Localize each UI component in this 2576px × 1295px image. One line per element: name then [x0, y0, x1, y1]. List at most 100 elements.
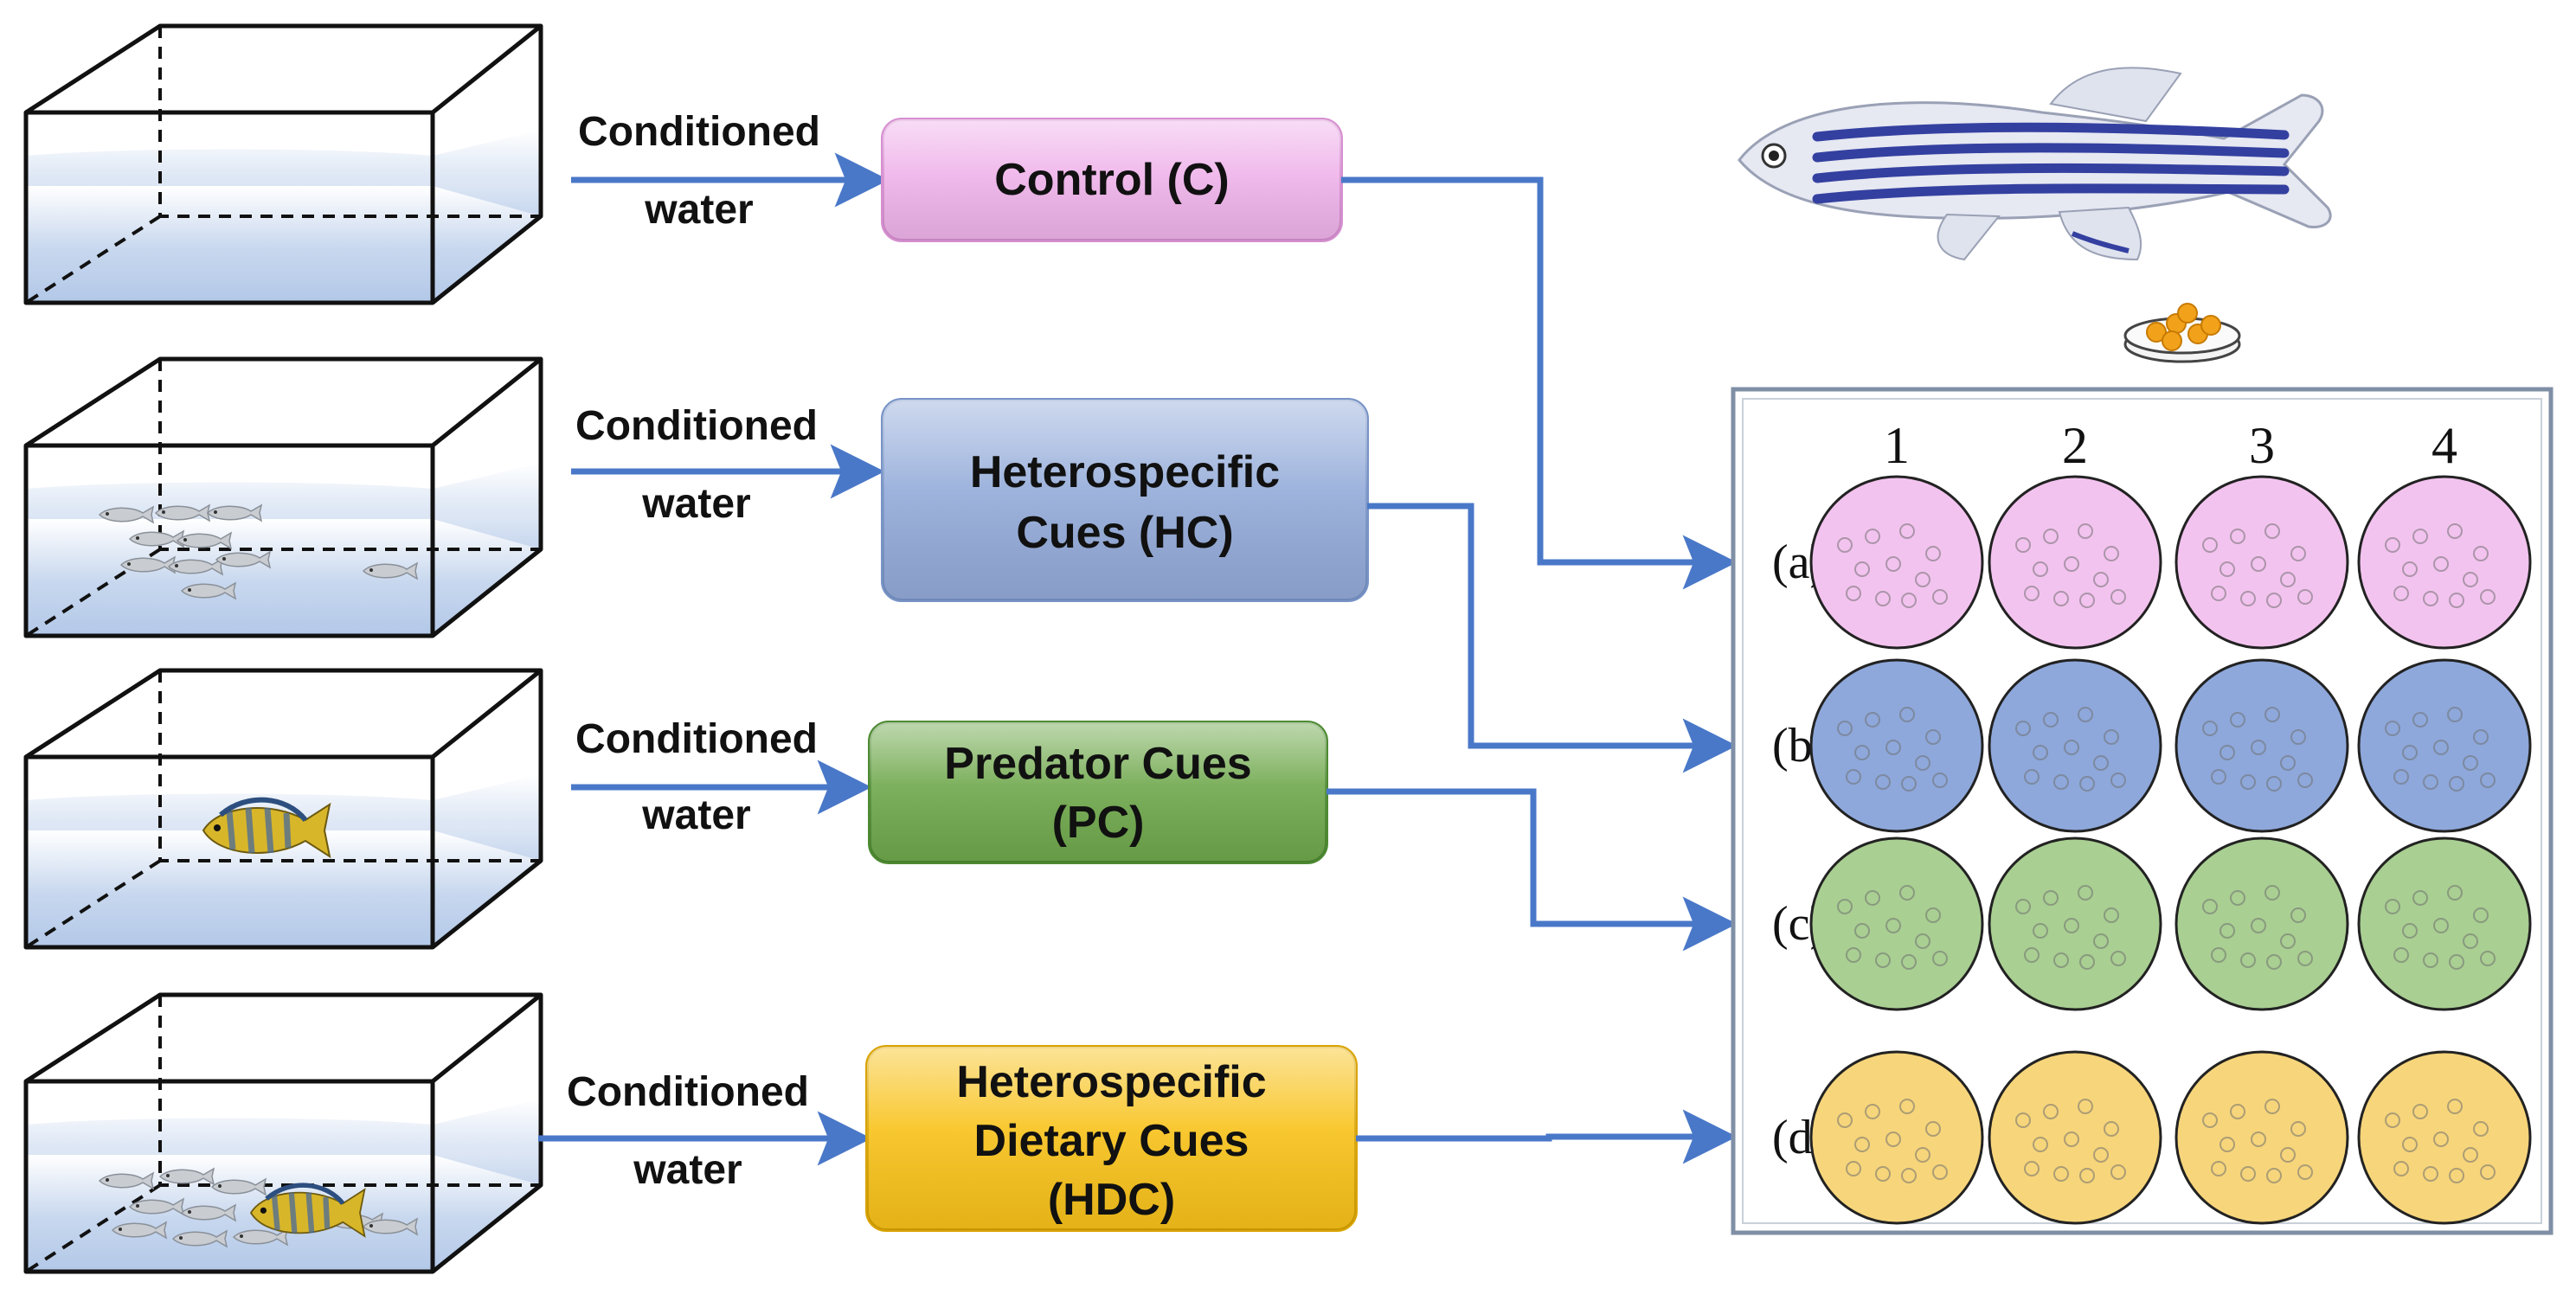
well-embryo-icon — [2015, 899, 2031, 914]
well-embryo-icon — [2093, 933, 2109, 949]
well-embryo-icon — [1865, 890, 1880, 906]
well-embryo-icon — [2423, 591, 2438, 606]
well-circle — [1809, 475, 1984, 650]
well-embryo-icon — [2393, 947, 2409, 963]
well-embryo-icon — [2024, 769, 2040, 785]
well-embryo-icon — [2240, 952, 2256, 968]
well-d4 — [2357, 1050, 2532, 1225]
well-embryo-icon — [2423, 774, 2438, 790]
well-embryo-icon — [2393, 1161, 2409, 1176]
well-embryo-icon — [1899, 885, 1915, 901]
route-arrow-2 — [1367, 503, 1738, 773]
well-embryo-icon — [2093, 755, 2109, 771]
well-embryo-icon — [2053, 952, 2069, 968]
well-embryo-icon — [2093, 1147, 2109, 1163]
zebrafish-stripe — [1812, 183, 2290, 204]
well-c4 — [2357, 837, 2532, 1011]
well-circle — [2357, 658, 2532, 833]
tank-outline — [23, 356, 543, 638]
well-embryo-icon — [1875, 591, 1891, 606]
well-embryo-icon — [2033, 561, 2048, 577]
well-embryo-icon — [2297, 951, 2313, 966]
well-embryo-icon — [2297, 589, 2313, 605]
well-embryo-icon — [2202, 899, 2218, 914]
well-embryo-icon — [2064, 740, 2079, 755]
well-embryo-icon — [2219, 745, 2235, 760]
well-a3 — [2175, 475, 2349, 650]
well-d1 — [1809, 1050, 1984, 1225]
treatment-label-line: Heterospecific — [956, 1057, 1266, 1107]
well-embryo-icon — [2064, 556, 2079, 572]
well-embryo-icon — [2264, 1099, 2280, 1114]
plate-column-label: 2 — [2062, 417, 2088, 474]
well-embryo-icon — [2043, 890, 2059, 906]
well-embryo-icon — [2202, 537, 2218, 553]
well-embryo-icon — [2290, 907, 2306, 923]
well-embryo-icon — [2473, 546, 2489, 561]
well-embryo-icon — [1885, 918, 1901, 933]
embryo-icon — [2177, 303, 2198, 324]
treatment-label-line: (PC) — [1052, 798, 1145, 848]
well-circle — [2357, 1050, 2532, 1225]
well-embryo-icon — [2211, 947, 2226, 963]
route-arrow-3 — [1327, 788, 1738, 952]
plate-column-label: 1 — [1884, 417, 1910, 474]
well-embryo-icon — [1865, 529, 1880, 544]
well-embryo-icon — [2280, 755, 2296, 771]
well-embryo-icon — [2463, 755, 2478, 771]
well-embryo-icon — [2230, 529, 2245, 544]
well-embryo-icon — [2043, 1104, 2059, 1119]
well-embryo-icon — [2264, 885, 2280, 901]
well-embryo-icon — [2473, 1121, 2489, 1137]
well-embryo-icon — [1915, 933, 1930, 949]
embryo-icon — [2146, 322, 2167, 343]
well-b4 — [2357, 658, 2532, 833]
conditioned-water-labels: ConditionedwaterConditionedwaterConditio… — [538, 109, 890, 1193]
well-embryo-icon — [2211, 1161, 2226, 1176]
well-embryo-icon — [2015, 1112, 2031, 1128]
well-embryo-icon — [2219, 923, 2235, 939]
well-embryo-icon — [2449, 1168, 2464, 1183]
well-embryo-icon — [1837, 721, 1853, 736]
tank-2 — [23, 356, 543, 638]
embryo-icon — [2200, 315, 2221, 336]
well-embryo-icon — [2053, 774, 2069, 790]
well-embryo-icon — [1837, 899, 1853, 914]
well-embryo-icon — [2240, 774, 2256, 790]
well-embryo-icon — [2024, 586, 2040, 601]
tank-column — [23, 23, 543, 1274]
well-embryo-icon — [1846, 586, 1861, 601]
well-embryo-icon — [1932, 1164, 1948, 1180]
well-embryo-icon — [2385, 899, 2400, 914]
well-embryo-icon — [1899, 707, 1915, 722]
well-c2 — [1988, 837, 2162, 1011]
tank-outline — [23, 23, 543, 305]
well-circle — [1988, 475, 2162, 650]
tank-hidden-edges — [24, 995, 541, 1273]
well-a4 — [2357, 475, 2532, 650]
well-circle — [1809, 837, 1984, 1011]
tank-hidden-edges — [24, 26, 541, 305]
tank-1 — [23, 23, 543, 305]
well-embryo-icon — [2290, 1121, 2306, 1137]
treatment-label-line: Dietary Cues — [974, 1116, 1249, 1166]
zebrafish-pelvic-fin — [1937, 213, 2001, 261]
well-embryo-icon — [2266, 593, 2282, 608]
tank-outline — [23, 668, 543, 950]
well-embryo-icon — [2473, 729, 2489, 745]
well-embryo-icon — [2412, 712, 2428, 728]
well-embryo-icon — [1846, 947, 1861, 963]
well-embryo-icon — [2480, 589, 2496, 605]
well-embryo-icon — [1932, 773, 1948, 788]
well-embryo-icon — [2385, 537, 2400, 553]
well-embryo-icon — [2297, 773, 2313, 788]
well-embryo-icon — [2473, 907, 2489, 923]
well-embryo-icon — [2104, 546, 2119, 561]
well-embryo-icon — [1875, 1166, 1891, 1182]
well-embryo-icon — [2449, 593, 2464, 608]
well-c1 — [1809, 837, 1984, 1011]
